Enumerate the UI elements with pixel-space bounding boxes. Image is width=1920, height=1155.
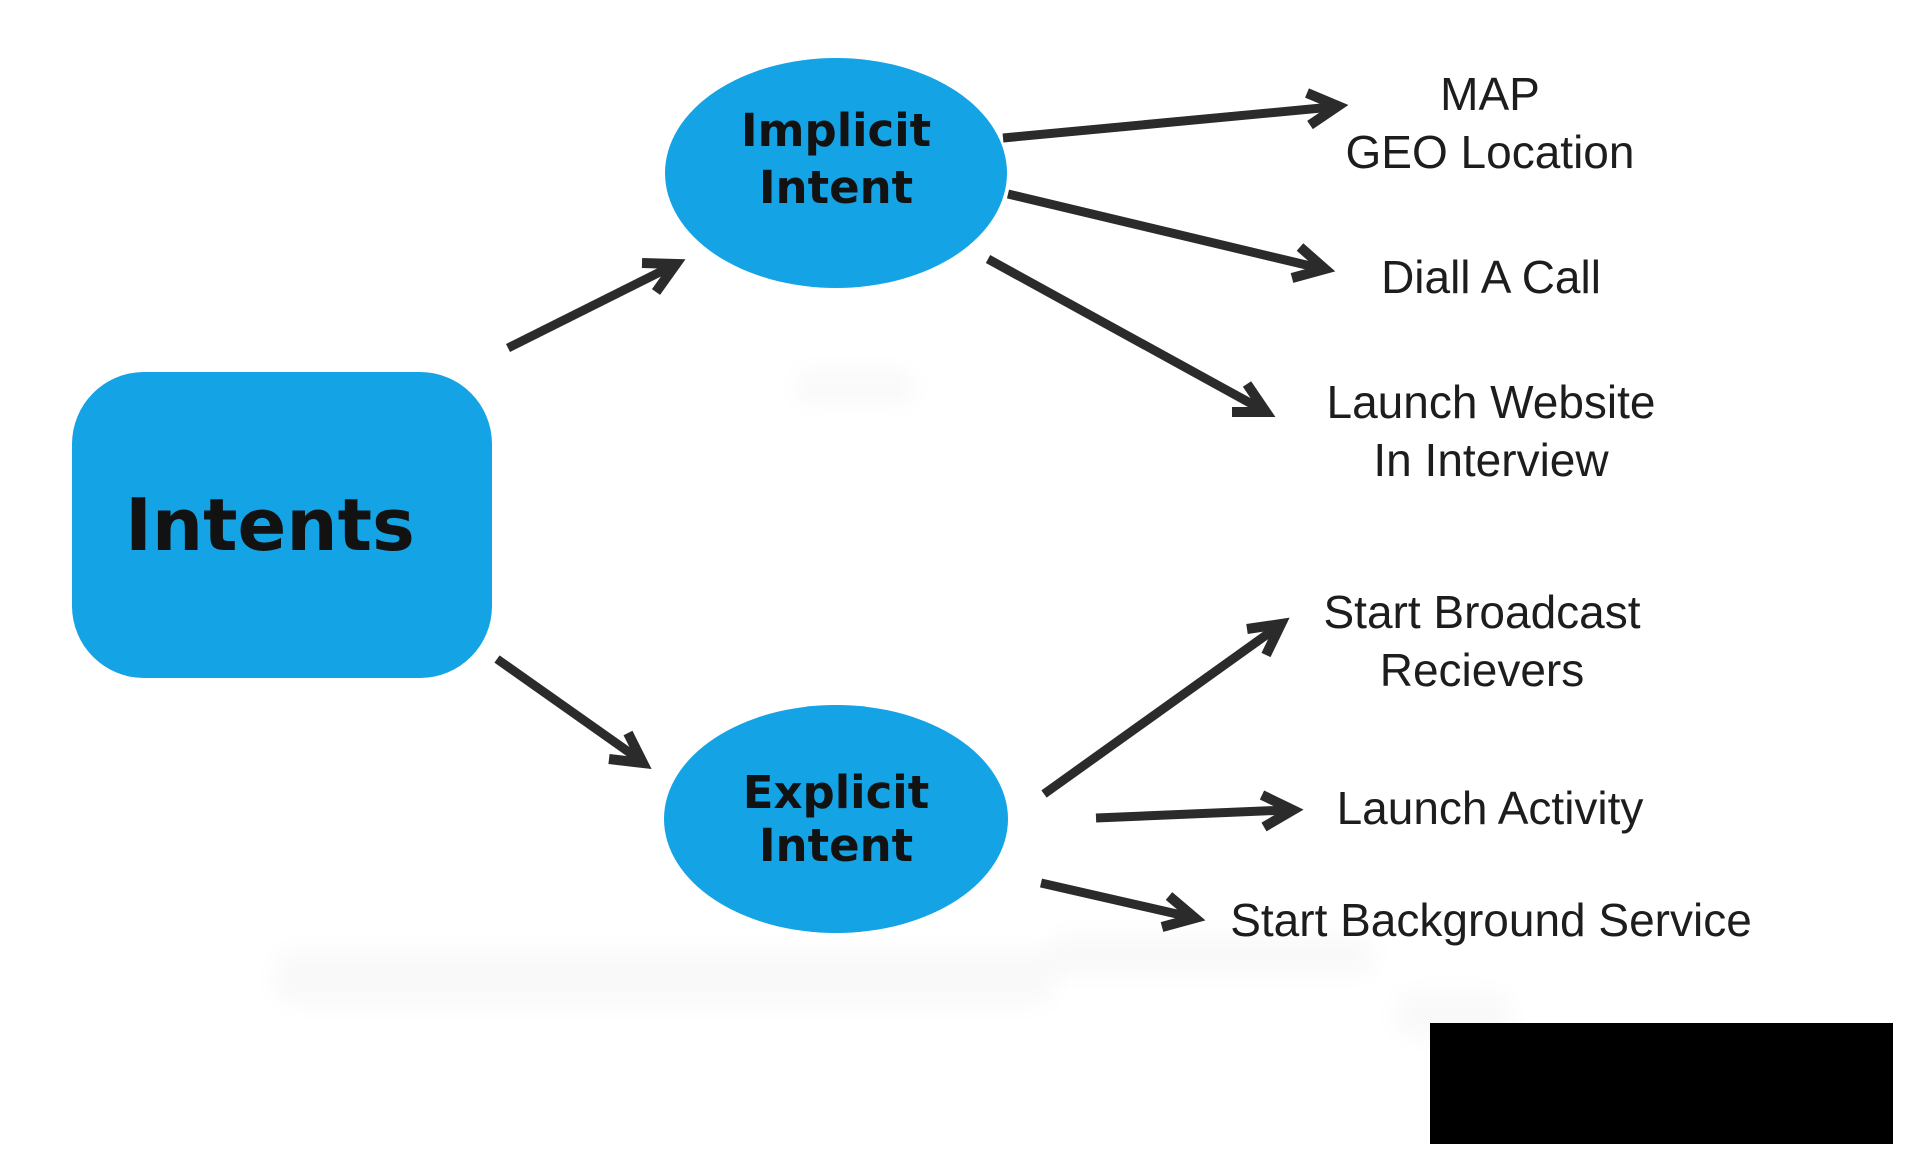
label-launch-activity: Launch Activity [1337,779,1644,837]
node-implicit-intent-line2: Intent [758,161,914,214]
smudge-artifact [275,950,1055,1005]
smudge-artifact [795,370,915,404]
node-intents-label: Intents [125,483,415,567]
label-map-line2: GEO Location [1345,126,1635,178]
arrow-implicit-to-website [985,255,1276,417]
label-broadcast-line2: Recievers [1379,644,1585,696]
label-start-broadcast-receivers: Start Broadcast Recievers [1323,583,1640,699]
smudge-artifact [1045,935,1375,975]
label-dial-a-call: Diall A Call [1381,248,1601,306]
label-website-line1: Launch Website [1326,376,1656,428]
arrow-intents-to-implicit [505,258,686,353]
node-explicit-intent-label: Explicit Intent [742,766,930,872]
arrow-intents-to-explicit [494,655,652,770]
arrow-explicit-to-broadcast [1041,617,1290,798]
node-implicit-intent: Implicit Intent [665,58,1007,288]
label-map-geo-location: MAP GEO Location [1346,65,1635,181]
node-explicit-intent: Explicit Intent [664,705,1008,933]
arrow-explicit-to-service [1039,878,1206,932]
label-map-line1: MAP [1440,68,1540,120]
arrow-implicit-to-dial [1006,189,1336,283]
node-intents: Intents [72,372,492,678]
node-implicit-intent-label: Implicit Intent [741,102,931,216]
arrow-explicit-to-activity [1095,790,1304,832]
label-service-line1: Start Background Service [1230,894,1752,946]
label-dial-line1: Diall A Call [1381,251,1601,303]
label-broadcast-line1: Start Broadcast [1323,586,1641,638]
node-implicit-intent-line1: Implicit [740,104,932,157]
label-launch-website: Launch Website In Interview [1326,373,1655,489]
label-website-line2: In Interview [1373,434,1609,486]
redaction-block [1430,1023,1893,1144]
label-start-background-service: Start Background Service [1230,891,1752,949]
label-activity-line1: Launch Activity [1336,782,1644,834]
arrow-implicit-to-map [1002,88,1349,143]
